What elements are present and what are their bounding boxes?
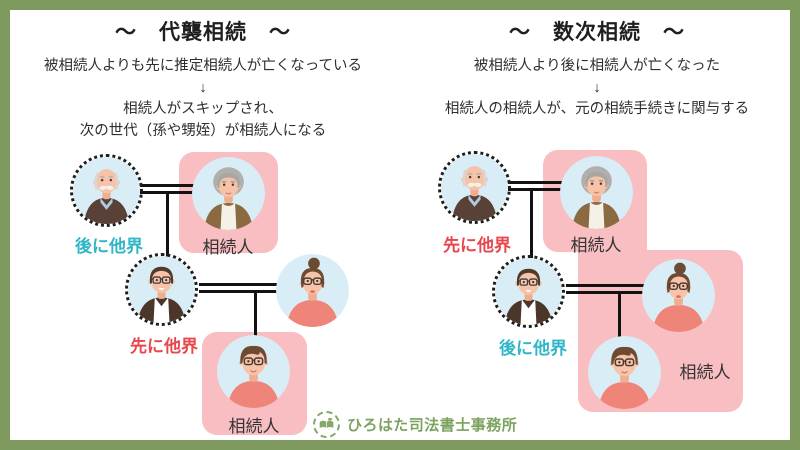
descent-line-left-2: [254, 291, 257, 336]
descent-line-right-2: [618, 292, 621, 338]
young-man-icon: [217, 335, 290, 408]
heir-label-son-left: 相続人: [228, 417, 280, 436]
marriage-line-parents-left: [199, 283, 279, 293]
grandmother-avatar-right: [560, 156, 633, 229]
panel-right-title: 〜 数次相続 〜: [509, 21, 685, 44]
grandfather-avatar-right: [438, 151, 511, 224]
son-avatar-left: [217, 335, 290, 408]
man-glasses-icon: [495, 258, 562, 325]
elderly-man-icon: [441, 154, 508, 221]
panel-right-line1: 被相続人より後に相続人が亡くなった: [473, 58, 721, 74]
down-arrow-icon: ↓: [199, 79, 207, 96]
grandfather-avatar-left: [70, 154, 143, 227]
man-glasses-icon: [128, 256, 195, 323]
heir-label-grandmother-right: 相続人: [570, 236, 622, 255]
brand-name: ひろはた司法書士事務所: [347, 417, 518, 434]
panel-left-line3: 次の世代（孫や甥姪）が相続人になる: [79, 122, 327, 139]
elderly-woman-icon: [192, 157, 265, 230]
father-avatar-right: [492, 255, 565, 328]
mother-avatar-right: [642, 259, 715, 332]
descent-line-left-1: [166, 192, 169, 257]
panel-right-header: 〜 数次相続 〜 被相続人より後に相続人が亡くなった ↓ 相続人の相続人が、元の…: [412, 16, 782, 121]
elderly-woman-icon: [560, 156, 633, 229]
descent-line-right-1: [530, 189, 533, 258]
status-label-grandfather-right: 先に他界: [443, 236, 511, 255]
heir-label-family-right: 相続人: [679, 363, 731, 382]
panel-left-title: 〜 代襲相続 〜: [115, 21, 291, 44]
down-arrow-icon: ↓: [593, 79, 601, 96]
elderly-man-icon: [73, 157, 140, 224]
marriage-line-parents-right: [566, 284, 644, 294]
panel-left-line2: 相続人がスキップされ、: [123, 101, 283, 117]
panel-right-line2: 相続人の相続人が、元の相続手続きに関与する: [444, 101, 750, 117]
status-label-father-left: 先に他界: [130, 337, 198, 356]
brand-logo: [313, 411, 340, 438]
grandmother-avatar-left: [192, 157, 265, 230]
status-label-father-right: 後に他界: [499, 339, 567, 358]
status-label-grandfather-left: 後に他界: [75, 237, 143, 256]
father-avatar-left: [125, 253, 198, 326]
heir-label-grandmother-left: 相続人: [202, 238, 254, 257]
woman-glasses-icon: [276, 254, 349, 327]
marriage-line-grandparents-right: [508, 181, 564, 191]
panel-left-line1: 被相続人よりも先に推定相続人が亡くなっている: [44, 58, 362, 74]
mother-avatar-left: [276, 254, 349, 327]
open-book-icon: [319, 417, 334, 428]
woman-glasses-icon: [642, 259, 715, 332]
brand-footer: ひろはた司法書士事務所: [313, 411, 517, 438]
panel-left-header: 〜 代襲相続 〜 被相続人よりも先に推定相続人が亡くなっている ↓ 相続人がスキ…: [18, 16, 388, 142]
